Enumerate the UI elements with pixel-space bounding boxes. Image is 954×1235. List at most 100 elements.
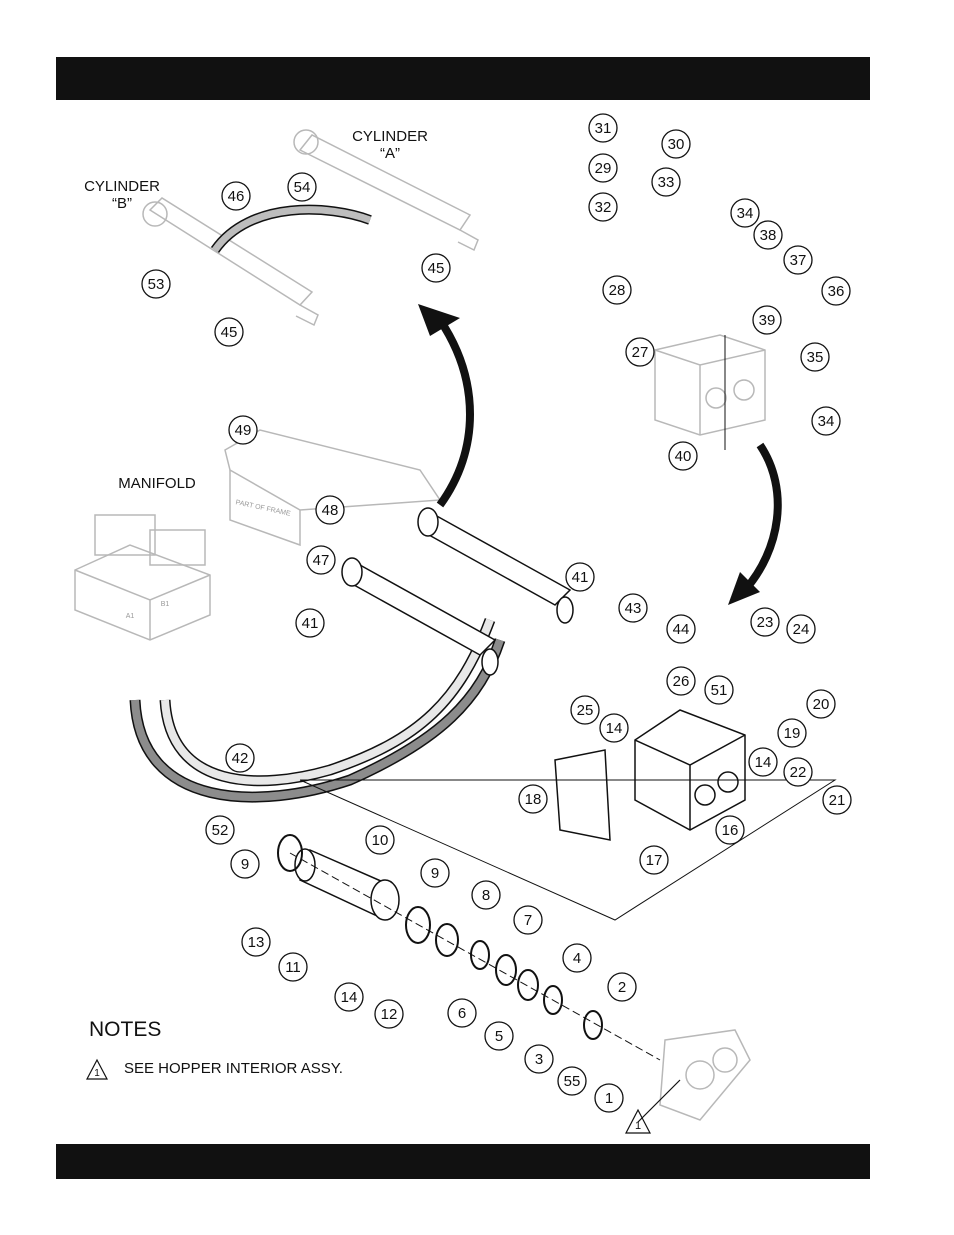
callout-number: 23 <box>757 614 774 631</box>
callout-34: 34 <box>812 407 840 435</box>
callout-number: 34 <box>818 413 835 430</box>
callout-number: 47 <box>313 552 330 569</box>
callout-number: 8 <box>482 887 490 904</box>
label-cylinder-a-line2: “A” <box>335 145 445 162</box>
callout-46: 46 <box>222 182 250 210</box>
callout-8: 8 <box>472 881 500 909</box>
callout-35: 35 <box>801 343 829 371</box>
callout-number: 16 <box>722 822 739 839</box>
callout-25: 25 <box>571 696 599 724</box>
callout-30: 30 <box>662 130 690 158</box>
callout-number: 33 <box>658 174 675 191</box>
callout-number: 43 <box>625 600 642 617</box>
callout-number: 20 <box>813 696 830 713</box>
callout-26: 26 <box>667 667 695 695</box>
callout-number: 52 <box>212 822 229 839</box>
arrow-to-hopper <box>745 445 778 590</box>
callout-28: 28 <box>603 276 631 304</box>
callout-38: 38 <box>754 221 782 249</box>
callout-48: 48 <box>316 496 344 524</box>
callout-2: 2 <box>608 973 636 1001</box>
callout-number: 14 <box>341 989 358 1006</box>
callout-3: 3 <box>525 1045 553 1073</box>
callout-number: 41 <box>302 615 319 632</box>
callout-number: 48 <box>322 502 339 519</box>
hopper-block-top <box>655 335 765 435</box>
callout-21: 21 <box>823 786 851 814</box>
callout-number: 30 <box>668 136 685 153</box>
callout-number: 27 <box>632 344 649 361</box>
label-cylinder-a-line1: CYLINDER <box>335 128 445 145</box>
callout-45: 45 <box>215 318 243 346</box>
callout-36: 36 <box>822 277 850 305</box>
callout-32: 32 <box>589 193 617 221</box>
callout-number: 4 <box>573 950 581 967</box>
callout-number: 37 <box>790 252 807 269</box>
callout-number: 5 <box>495 1028 503 1045</box>
callout-20: 20 <box>807 690 835 718</box>
callout-11: 11 <box>279 953 307 981</box>
callout-number: 42 <box>232 750 249 767</box>
arrow-head-up <box>418 304 460 336</box>
callout-number: 44 <box>673 621 690 638</box>
callout-13: 13 <box>242 928 270 956</box>
callout-number: 9 <box>431 865 439 882</box>
arrow-to-cylinders <box>440 320 470 505</box>
callout-number: 7 <box>524 912 532 929</box>
callout-number: 3 <box>535 1051 543 1068</box>
callout-29: 29 <box>589 154 617 182</box>
callout-9: 9 <box>421 859 449 887</box>
label-port-a1: A1 <box>120 608 140 625</box>
callout-14: 14 <box>749 748 777 776</box>
label-port-b1: B1 <box>155 596 175 613</box>
callout-number: 10 <box>372 832 389 849</box>
callout-43: 43 <box>619 594 647 622</box>
callout-6: 6 <box>448 999 476 1027</box>
callout-55: 55 <box>558 1067 586 1095</box>
callout-40: 40 <box>669 442 697 470</box>
callout-4: 4 <box>563 944 591 972</box>
callout-number: 12 <box>381 1006 398 1023</box>
callout-number: 14 <box>606 720 623 737</box>
callout-number: 32 <box>595 199 612 216</box>
callout-39: 39 <box>753 306 781 334</box>
callout-number: 38 <box>760 227 777 244</box>
callout-number: 45 <box>221 324 238 341</box>
footer-bar <box>56 1144 870 1179</box>
callout-34: 34 <box>731 199 759 227</box>
leader-lines <box>290 335 835 1060</box>
callout-number: 13 <box>248 934 265 951</box>
callout-22: 22 <box>784 758 812 786</box>
callout-33: 33 <box>652 168 680 196</box>
callout-number: 53 <box>148 276 165 293</box>
callout-number: 18 <box>525 791 542 808</box>
callout-number: 39 <box>759 312 776 329</box>
main-cylinder-upper <box>418 508 573 623</box>
callout-37: 37 <box>784 246 812 274</box>
callout-number: 22 <box>790 764 807 781</box>
callout-44: 44 <box>667 615 695 643</box>
callout-31: 31 <box>589 114 617 142</box>
callout-number: 19 <box>784 725 801 742</box>
callout-number: 51 <box>711 682 728 699</box>
callout-7: 7 <box>514 906 542 934</box>
callout-number: 24 <box>793 621 810 638</box>
callout-number: 41 <box>572 569 589 586</box>
note-symbol-number-diagram: 1 <box>628 1118 648 1135</box>
label-cylinder-a: CYLINDER “A” <box>335 128 445 162</box>
callout-49: 49 <box>229 416 257 444</box>
label-cylinder-b-line1: CYLINDER <box>67 178 177 195</box>
callout-52: 52 <box>206 816 234 844</box>
manifold-body <box>75 515 210 640</box>
callout-number: 28 <box>609 282 626 299</box>
label-cylinder-b-line2: “B” <box>67 195 177 212</box>
callout-19: 19 <box>778 719 806 747</box>
callout-27: 27 <box>626 338 654 366</box>
callout-number: 21 <box>829 792 846 809</box>
cylinder-b <box>143 198 318 325</box>
callout-number: 14 <box>755 754 772 771</box>
notes-title: NOTES <box>89 1018 161 1042</box>
callout-41: 41 <box>296 609 324 637</box>
callout-number: 31 <box>595 120 612 137</box>
callout-number: 17 <box>646 852 663 869</box>
